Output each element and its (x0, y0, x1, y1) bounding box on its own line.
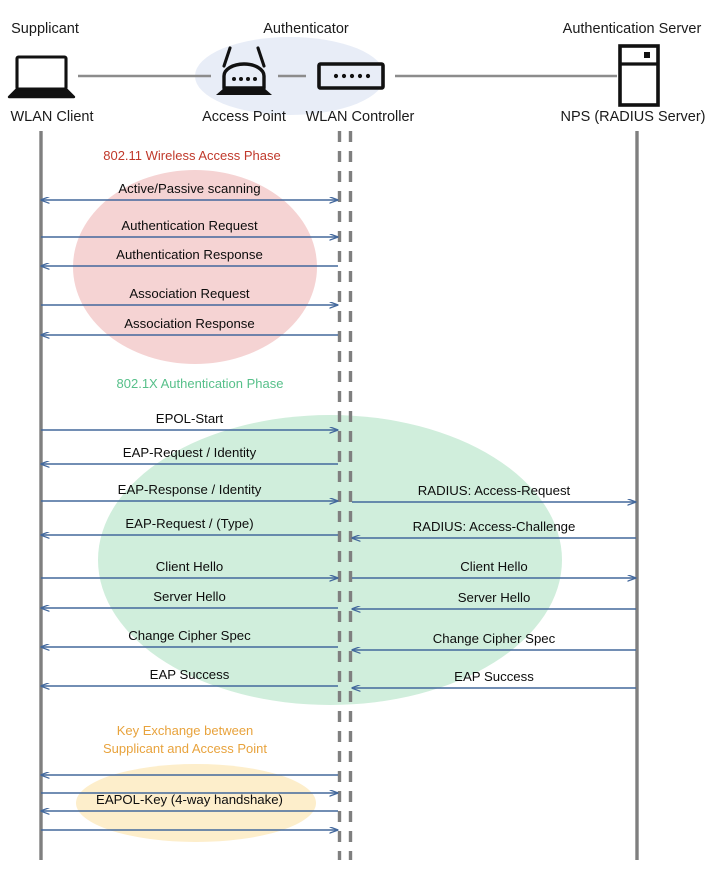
message-label: EAP-Request / (Type) (125, 516, 253, 531)
message-label: Server Hello (153, 589, 226, 604)
message-label: EAP Success (150, 667, 230, 682)
message-label: Change Cipher Spec (433, 631, 556, 646)
message-label: Client Hello (460, 559, 527, 574)
message-left-3: Association Request (41, 286, 338, 305)
message-left-0: Active/Passive scanning (41, 181, 338, 200)
message-left-2: Authentication Response (41, 247, 338, 266)
actor-role-auth-server: Authentication Server (563, 21, 702, 37)
message-left-4: Association Response (41, 316, 338, 335)
message-label: Server Hello (458, 590, 531, 605)
message-left-7: EAP-Response / Identity (41, 482, 338, 501)
actor-device-wlan-controller: WLAN Controller (306, 109, 415, 125)
phase-label-key-exchange-line2: Supplicant and Access Point (103, 741, 267, 756)
message-label: EAP Success (454, 669, 534, 684)
message-right-1: RADIUS: Access-Challenge (352, 519, 636, 538)
message-right-4: Change Cipher Spec (352, 631, 636, 650)
message-label: EAP-Response / Identity (118, 482, 262, 497)
actor-device-wlan-client: WLAN Client (11, 109, 94, 125)
message-label: Authentication Response (116, 247, 263, 262)
message-label: EAPOL-Key (4-way handshake) (96, 792, 283, 807)
message-right-5: EAP Success (352, 669, 636, 688)
phase-label-wireless-access: 802.11 Wireless Access Phase (103, 148, 281, 163)
message-left-12: EAP Success (41, 667, 338, 686)
message-left-6: EAP-Request / Identity (41, 445, 338, 464)
message-left-11: Change Cipher Spec (41, 628, 338, 647)
message-label: Authentication Request (121, 218, 258, 233)
message-label: RADIUS: Access-Request (418, 483, 571, 498)
actor-role-supplicant: Supplicant (11, 21, 79, 37)
message-left-10: Server Hello (41, 589, 338, 608)
switch-icon (317, 62, 385, 90)
ellipse-wireless-access-phase (73, 170, 317, 364)
actor-role-authenticator: Authenticator (263, 21, 349, 37)
server-tower-icon (618, 44, 660, 107)
ellipse-dot1x-phase (98, 415, 562, 705)
message-label: Active/Passive scanning (118, 181, 260, 196)
message-left-1: Authentication Request (41, 218, 338, 237)
laptop-icon (7, 55, 76, 99)
message-label: Association Request (129, 286, 250, 301)
actor-device-access-point: Access Point (202, 109, 286, 125)
message-left-9: Client Hello (41, 559, 338, 578)
lifelines (39, 131, 639, 860)
actor-device-nps-radius: NPS (RADIUS Server) (560, 109, 705, 125)
message-right-0: RADIUS: Access-Request (352, 483, 636, 502)
actor-labels: Supplicant Authenticator Authentication … (11, 21, 706, 125)
phase-label-key-exchange-line1: Key Exchange between (117, 723, 254, 738)
wireless-router-icon (216, 46, 272, 95)
message-left-15: EAPOL-Key (4-way handshake) (41, 792, 338, 811)
message-left-8: EAP-Request / (Type) (41, 516, 338, 535)
message-label: Change Cipher Spec (128, 628, 251, 643)
message-left-5: EPOL-Start (41, 411, 338, 430)
message-label: EAP-Request / Identity (123, 445, 257, 460)
ellipse-key-exchange-phase (76, 764, 316, 842)
message-label: Client Hello (156, 559, 223, 574)
message-label: EPOL-Start (156, 411, 224, 426)
message-right-3: Server Hello (352, 590, 636, 609)
phase-label-dot1x: 802.1X Authentication Phase (117, 376, 284, 391)
message-label: Association Response (124, 316, 254, 331)
phase-captions: 802.11 Wireless Access Phase 802.1X Auth… (103, 148, 284, 756)
message-right-2: Client Hello (352, 559, 636, 578)
phase-ellipses (73, 170, 562, 842)
message-label: RADIUS: Access-Challenge (413, 519, 576, 534)
